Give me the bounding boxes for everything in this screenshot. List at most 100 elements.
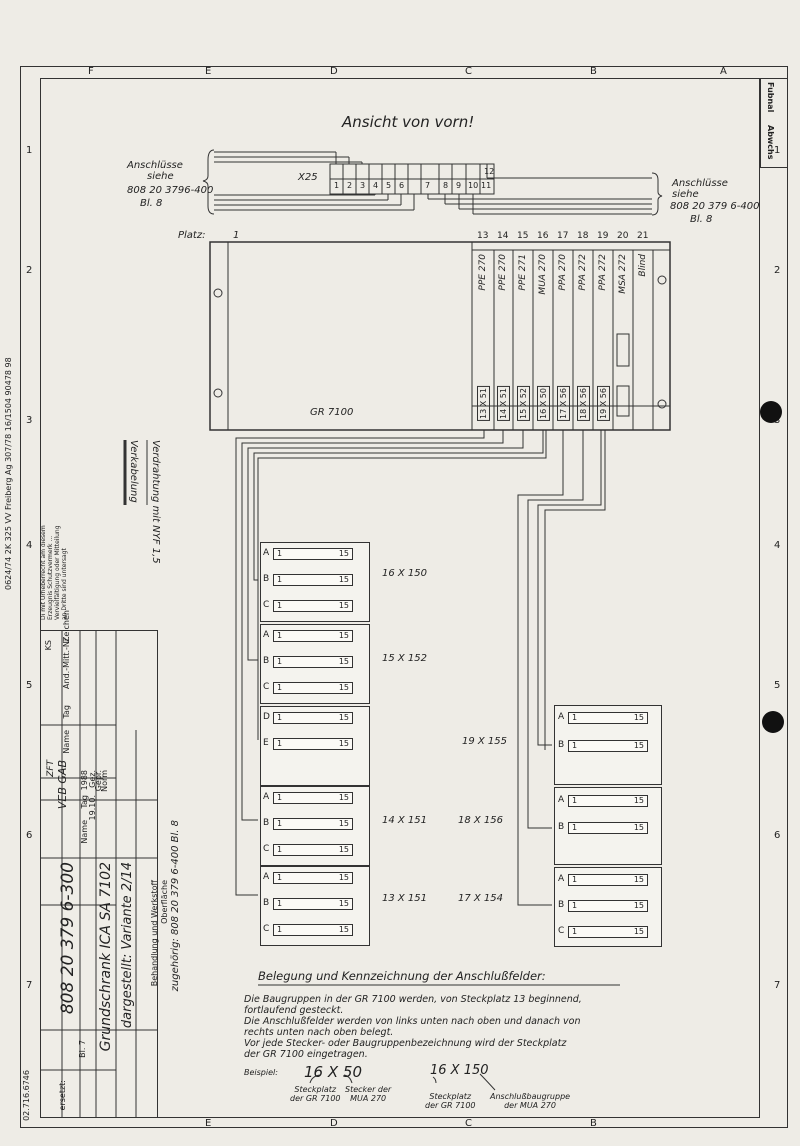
rail-start: 1 [277, 793, 283, 802]
pin-7: 7 [425, 181, 431, 190]
example-label: Beispiel: [244, 1068, 278, 1077]
terminal-label-14x151: 14 X 151 [382, 815, 428, 826]
grid-letter-f: F [88, 66, 94, 77]
legend-wiring: Verdrahtung mit NYF 1,5 [150, 440, 161, 564]
left-note-4: Bl. 8 [140, 198, 163, 209]
slot-num-21: 21 [637, 231, 649, 241]
title-block-grid [40, 630, 158, 1118]
pin-11: 11 [481, 181, 492, 190]
row-letter: C [263, 600, 270, 610]
rail-start: 1 [277, 845, 283, 854]
grid-letter-d: D [330, 66, 338, 77]
tb-ersetzt: ersetzt: [58, 1080, 67, 1111]
row-letter: B [558, 740, 565, 750]
row-letter: B [263, 656, 270, 666]
annotation-line: Steckplatz [294, 1085, 337, 1094]
slot-plug-15: 15 X 52 [517, 386, 530, 421]
pin-10: 10 [468, 181, 479, 190]
annotation-line: der MUA 270 [504, 1101, 556, 1110]
grid-number-2-right: 2 [774, 265, 781, 276]
row-letter: A [558, 874, 565, 884]
change-box-label-1: Fubnal [766, 82, 775, 113]
slot-module-16: MUA 270 [538, 254, 548, 295]
pin-9: 9 [456, 181, 462, 190]
slot-num-20: 20 [617, 231, 629, 241]
rail-start: 1 [277, 575, 283, 584]
pin-2: 2 [347, 181, 353, 190]
notes-line: fortlaufend gesteckt. [244, 1005, 344, 1016]
slot-num-15: 15 [517, 231, 529, 241]
notes-line: Vor jede Stecker- oder Baugruppenbezeich… [244, 1038, 567, 1049]
rail-end: 15 [633, 901, 644, 910]
tb-rev-header: Änd.-Mitt.-Nr. [62, 636, 71, 689]
rail-start: 1 [572, 823, 578, 832]
grid-number-6-right: 6 [774, 830, 781, 841]
tb-company-2: ZFT [46, 760, 56, 777]
row-letter: C [263, 682, 270, 692]
tb-rev-name: Name [62, 730, 71, 754]
grid-number-1: 1 [26, 145, 33, 156]
slot-num-19: 19 [597, 231, 609, 241]
rail-end: 15 [338, 549, 349, 558]
slot-plug-13: 13 X 51 [477, 386, 490, 421]
slot-module-18: PPA 272 [578, 254, 588, 291]
row-letter: C [558, 926, 565, 936]
tb-drawing-no: 808 20 379 6-300 [58, 862, 78, 1015]
row-letter: B [263, 818, 270, 828]
row-letter: B [263, 898, 270, 908]
change-box-label-2: Abwchs [766, 125, 775, 160]
notes-body: Die Baugruppen in der GR 7100 werden, vo… [244, 994, 744, 1060]
tb-zugehorig: zugehörig: 808 20 379 6-400 Bl. 8 [170, 820, 181, 992]
left-note-2: siehe [147, 171, 174, 182]
terminal-label-19x155: 19 X 155 [462, 736, 508, 747]
slot-plug-18: 18 X 56 [577, 386, 590, 421]
rail-start: 1 [572, 713, 578, 722]
tb-copyright: Di mit Urheberrecht am diesem Erzeugnis … [40, 525, 68, 620]
pin-3: 3 [360, 181, 366, 190]
rail-end: 15 [338, 925, 349, 934]
punch-hole [760, 401, 782, 423]
row-letter: B [558, 900, 565, 910]
terminal-label-15x152: 15 X 152 [382, 653, 428, 664]
pin-5: 5 [386, 181, 392, 190]
rail-start: 1 [572, 927, 578, 936]
tb-bottom-code: 02.716.6746 [22, 1070, 31, 1121]
pin-8: 8 [443, 181, 449, 190]
slot-plug-19: 19 X 56 [597, 386, 610, 421]
tb-rev-tag: Tag [62, 705, 71, 719]
rail-start: 1 [572, 741, 578, 750]
slot-num-14: 14 [497, 231, 509, 241]
grid-number-2: 2 [26, 265, 33, 276]
rail-start: 1 [277, 819, 283, 828]
slot-num-16: 16 [537, 231, 549, 241]
row-letter: A [558, 712, 565, 722]
slot-module-21: Blind [638, 254, 648, 277]
rail-start: 1 [277, 657, 283, 666]
notes-line: Die Anschlußfelder werden von links unte… [244, 1016, 581, 1027]
title-block [40, 630, 158, 1118]
example-1: 16 X 50 [304, 1063, 362, 1081]
slot-module-13: PPE 270 [478, 254, 488, 291]
rail-start: 1 [277, 899, 283, 908]
right-note-2: siehe [672, 189, 699, 200]
grid-number-4-right: 4 [774, 540, 781, 551]
tb-row-norm: Norm [100, 770, 109, 792]
grid-number-6: 6 [26, 830, 33, 841]
platz-first: 1 [233, 230, 240, 241]
rail-end: 15 [633, 741, 644, 750]
grid-number-3: 3 [26, 415, 33, 426]
grid-letter-b-bottom: B [590, 1118, 597, 1129]
view-title: Ansicht von vorn! [342, 113, 475, 131]
pin-6: 6 [399, 181, 405, 190]
